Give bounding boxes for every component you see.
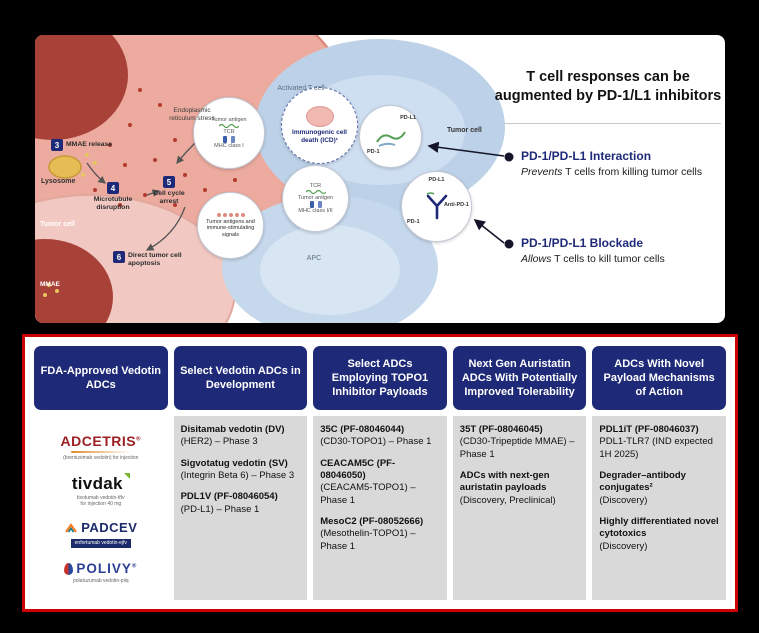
adcetris-swoosh-icon bbox=[70, 450, 131, 453]
immunogenic-cell-death-circle: Immunogenic cell death (ICD)¹ bbox=[281, 87, 358, 164]
padcev-logo: PADCEV enfortumab vedotin-ejfv bbox=[64, 520, 137, 549]
pipeline-entry: Disitamab vedotin (DV)(HER2) – Phase 3 bbox=[180, 424, 285, 448]
tivdak-logo: tivdak tisotumab vedotin-tftv for inject… bbox=[72, 472, 130, 508]
column-body: 35C (PF-08046044)(CD30-TOPO1) – Phase 1 … bbox=[313, 416, 447, 600]
antigen-dots-icon bbox=[216, 212, 245, 217]
antigen-squiggle-icon bbox=[219, 124, 239, 129]
pd1-label: PD-1 bbox=[407, 218, 420, 225]
pdl1-protein-icon bbox=[375, 130, 406, 147]
step-3-label: MMAE release bbox=[66, 141, 113, 148]
pd1-label: PD-1 bbox=[367, 148, 380, 155]
column-header: Select Vedotin ADCs in Development bbox=[173, 346, 308, 410]
pipeline-entry: PDL1V (PF-08046054)(PD-L1) – Phase 1 bbox=[180, 491, 278, 515]
lysosome-label: Lysosome bbox=[41, 178, 76, 185]
pipeline-entry: Highly differentiated novel cytotoxics(D… bbox=[599, 516, 719, 552]
dying-cell-icon bbox=[305, 106, 334, 128]
tivdak-trademark-icon bbox=[123, 472, 130, 479]
column-header: ADCs With Novel Payload Mechanisms of Ac… bbox=[592, 346, 726, 410]
step-6-label: Direct tumor cell apoptosis bbox=[128, 252, 182, 268]
step-4-label: Microtubule disruption bbox=[93, 196, 133, 212]
pipeline-entry: Sigvotatug vedotin (SV)(Integrin Beta 6)… bbox=[180, 457, 295, 482]
title-divider bbox=[503, 123, 721, 124]
padcev-chevron-icon bbox=[65, 523, 78, 534]
adc-pipeline-table: FDA-Approved Vedotin ADCs ADCETRIS® (bre… bbox=[22, 334, 738, 612]
receptor-icon bbox=[223, 135, 235, 143]
tumor-cell-left-label: Tumor cell bbox=[40, 221, 75, 228]
tcr-engagement-circle: TCR Tumor antigen MHC class I/II bbox=[282, 165, 349, 232]
tumor-antigen-label: Tumor antigen bbox=[297, 194, 334, 201]
callout-description: Allows T cells to kill tumor cells bbox=[521, 253, 665, 266]
column-header: FDA-Approved Vedotin ADCs bbox=[34, 346, 168, 410]
adcetris-logo: ADCETRIS® (brentuximab vedotin) for inje… bbox=[61, 432, 141, 462]
antigen-presentation-circle: Tumor antigen TCR MHC class I bbox=[193, 97, 265, 169]
mmae-label: MMAE bbox=[40, 281, 60, 288]
callout-description: Prevents T cells from killing tumor cell… bbox=[521, 166, 703, 179]
column-body: 35T (PF-08046045)(CD30-Tripeptide MMAE) … bbox=[452, 416, 587, 600]
pipeline-column-novel-payload: ADCs With Novel Payload Mechanisms of Ac… bbox=[592, 346, 726, 600]
apc-label: APC bbox=[306, 255, 322, 262]
pipeline-entry: MesoC2 (PF-08052666)(Mesothelin-TOPO1) –… bbox=[320, 516, 424, 552]
polivy-wordmark: POLIVY® bbox=[76, 561, 138, 577]
pipeline-entry: Degrader–antibody conjugates²(Discovery) bbox=[599, 470, 686, 506]
tumor-antigen-label: Tumor antigen bbox=[211, 117, 247, 124]
pipeline-column-fda-approved: FDA-Approved Vedotin ADCs ADCETRIS® (bre… bbox=[34, 346, 168, 600]
pipeline-entry: 35T (PF-08046045)(CD30-Tripeptide MMAE) … bbox=[459, 424, 575, 460]
panel-title: T cell responses can be augmented by PD-… bbox=[494, 69, 722, 104]
immune-signals-circle: Tumor antigens and immune-stimulating si… bbox=[197, 192, 264, 259]
tcr-label: TCR bbox=[223, 129, 235, 136]
bullet-dot bbox=[504, 152, 514, 162]
tivdak-wordmark: tivdak bbox=[72, 472, 130, 495]
adcetris-wordmark: ADCETRIS® bbox=[60, 432, 142, 449]
tivdak-subtext2: for injection 40 mg bbox=[80, 501, 122, 508]
anti-pd1-antibody-icon bbox=[426, 191, 447, 219]
pipeline-entry: 35C (PF-08046044)(CD30-TOPO1) – Phase 1 bbox=[320, 424, 432, 448]
step-3-badge: 3 bbox=[51, 139, 63, 151]
step-5-badge: 5 bbox=[163, 176, 175, 188]
column-header: Select ADCs Employing TOPO1 Inhibitor Pa… bbox=[313, 346, 447, 410]
pipeline-entry: PDL1iT (PF-08046037)PDL1-TLR7 (IND expec… bbox=[599, 424, 713, 460]
anti-pd1-label: Anti-PD-1 bbox=[443, 202, 469, 208]
tcr-label: TCR bbox=[309, 182, 322, 189]
callout-heading: PD-1/PD-L1 Interaction bbox=[521, 149, 652, 163]
mhc-class-i-ii-label: MHC class I/II bbox=[298, 208, 333, 215]
bullet-dot bbox=[504, 239, 514, 249]
mhc-class-i-label: MHC class I bbox=[214, 142, 244, 149]
pdl1-label: PD-L1 bbox=[400, 115, 416, 121]
column-body: Disitamab vedotin (DV)(HER2) – Phase 3 S… bbox=[173, 416, 308, 600]
padcev-subtext: enfortumab vedotin-ejfv bbox=[70, 539, 131, 548]
pipeline-column-topo1-adcs: Select ADCs Employing TOPO1 Inhibitor Pa… bbox=[313, 346, 447, 600]
step-4-badge: 4 bbox=[107, 182, 119, 194]
step-6-badge: 6 bbox=[113, 251, 125, 263]
er-stress-label: Endoplasmic reticulum stress bbox=[169, 107, 215, 122]
activated-t-cell-label: Activated T cell bbox=[277, 85, 325, 92]
pd1-pdl1-blockade-circle: PD-L1 Anti-PD-1 PD-1 bbox=[401, 171, 472, 242]
padcev-wordmark: PADCEV bbox=[81, 519, 138, 535]
immune-signals-label: Tumor antigens and immune-stimulating si… bbox=[206, 218, 255, 238]
tcell-response-panel: Tumor antigen TCR MHC class I Immunogeni… bbox=[35, 35, 725, 323]
tivdak-subtext: tisotumab vedotin-tftv bbox=[77, 494, 125, 501]
tumor-cell-right-label: Tumor cell bbox=[447, 127, 482, 134]
callout-pd1-pdl1-blockade: PD-1/PD-L1 Blockade Allows T cells to ki… bbox=[521, 236, 725, 267]
receptor-icon bbox=[309, 201, 322, 209]
fda-approved-logos: ADCETRIS® (brentuximab vedotin) for inje… bbox=[34, 416, 168, 600]
polivy-logo: POLIVY® polatuzumab vedotin-piiq bbox=[64, 560, 137, 584]
adcetris-subtext: (brentuximab vedotin) for injection bbox=[63, 454, 139, 461]
pd1-pdl1-interaction-circle: PD-L1 PD-1 bbox=[359, 105, 422, 168]
callout-heading: PD-1/PD-L1 Blockade bbox=[521, 236, 644, 250]
pdl1-label: PD-L1 bbox=[428, 177, 445, 183]
antigen-squiggle-icon bbox=[305, 189, 326, 194]
column-header: Next Gen Auristatin ADCs With Potentiall… bbox=[452, 346, 587, 410]
pipeline-entry: CEACAM5C (PF-08046050)(CEACAM5-TOPO1) – … bbox=[320, 457, 416, 506]
pipeline-column-vedotin-development: Select Vedotin ADCs in Development Disit… bbox=[173, 346, 308, 600]
step-5-label: Cell cycle arrest bbox=[153, 190, 185, 206]
pipeline-entry: ADCs with next-gen auristatin payloads(D… bbox=[459, 470, 556, 506]
polivy-droplet-icon bbox=[64, 563, 74, 576]
pipeline-column-next-gen-auristatin: Next Gen Auristatin ADCs With Potentiall… bbox=[452, 346, 587, 600]
callout-pd1-pdl1-interaction: PD-1/PD-L1 Interaction Prevents T cells … bbox=[521, 149, 725, 180]
polivy-subtext: polatuzumab vedotin-piiq bbox=[73, 577, 129, 584]
column-body: PDL1iT (PF-08046037)PDL1-TLR7 (IND expec… bbox=[592, 416, 726, 600]
icd-label: Immunogenic cell death (ICD)¹ bbox=[292, 129, 347, 144]
